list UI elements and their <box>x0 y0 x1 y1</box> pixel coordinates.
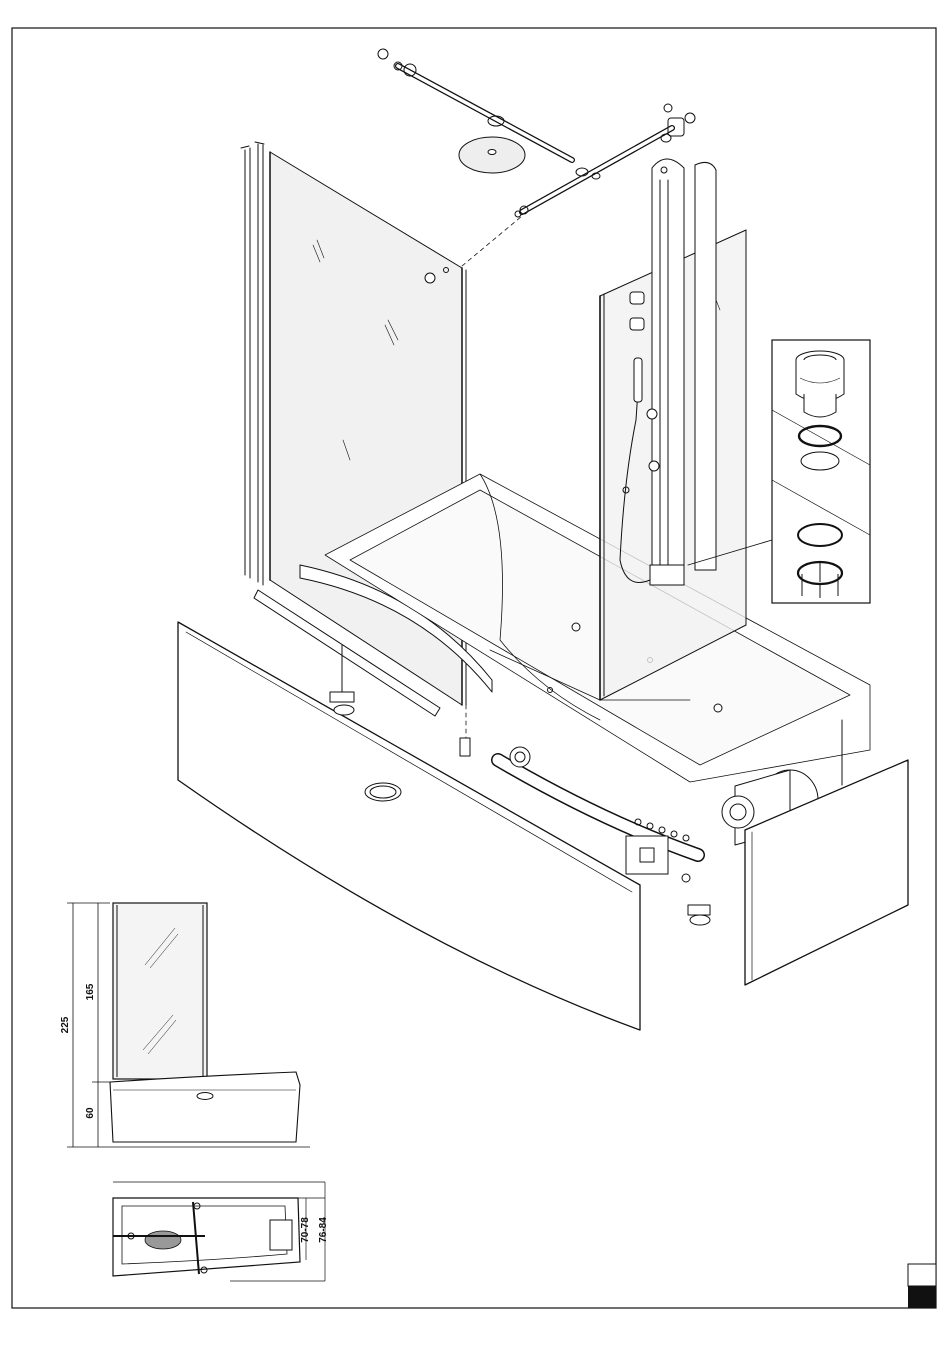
top-support-bar <box>378 49 695 217</box>
page-corner-mark <box>908 1264 936 1308</box>
dim-label-depth-outer: 76-84 <box>318 1217 329 1243</box>
alignment-line <box>462 216 522 266</box>
dim-label-enclosure-height: 165 <box>85 983 96 1000</box>
shower-head <box>459 137 525 173</box>
dim-label-depth-inner: 70-78 <box>300 1217 311 1243</box>
plan-view <box>113 1182 325 1281</box>
side-elevation <box>67 903 310 1147</box>
dim-label-total-height: 225 <box>60 1016 71 1033</box>
detail-inset-fitting <box>772 340 870 603</box>
dim-label-tub-height: 60 <box>85 1107 96 1119</box>
